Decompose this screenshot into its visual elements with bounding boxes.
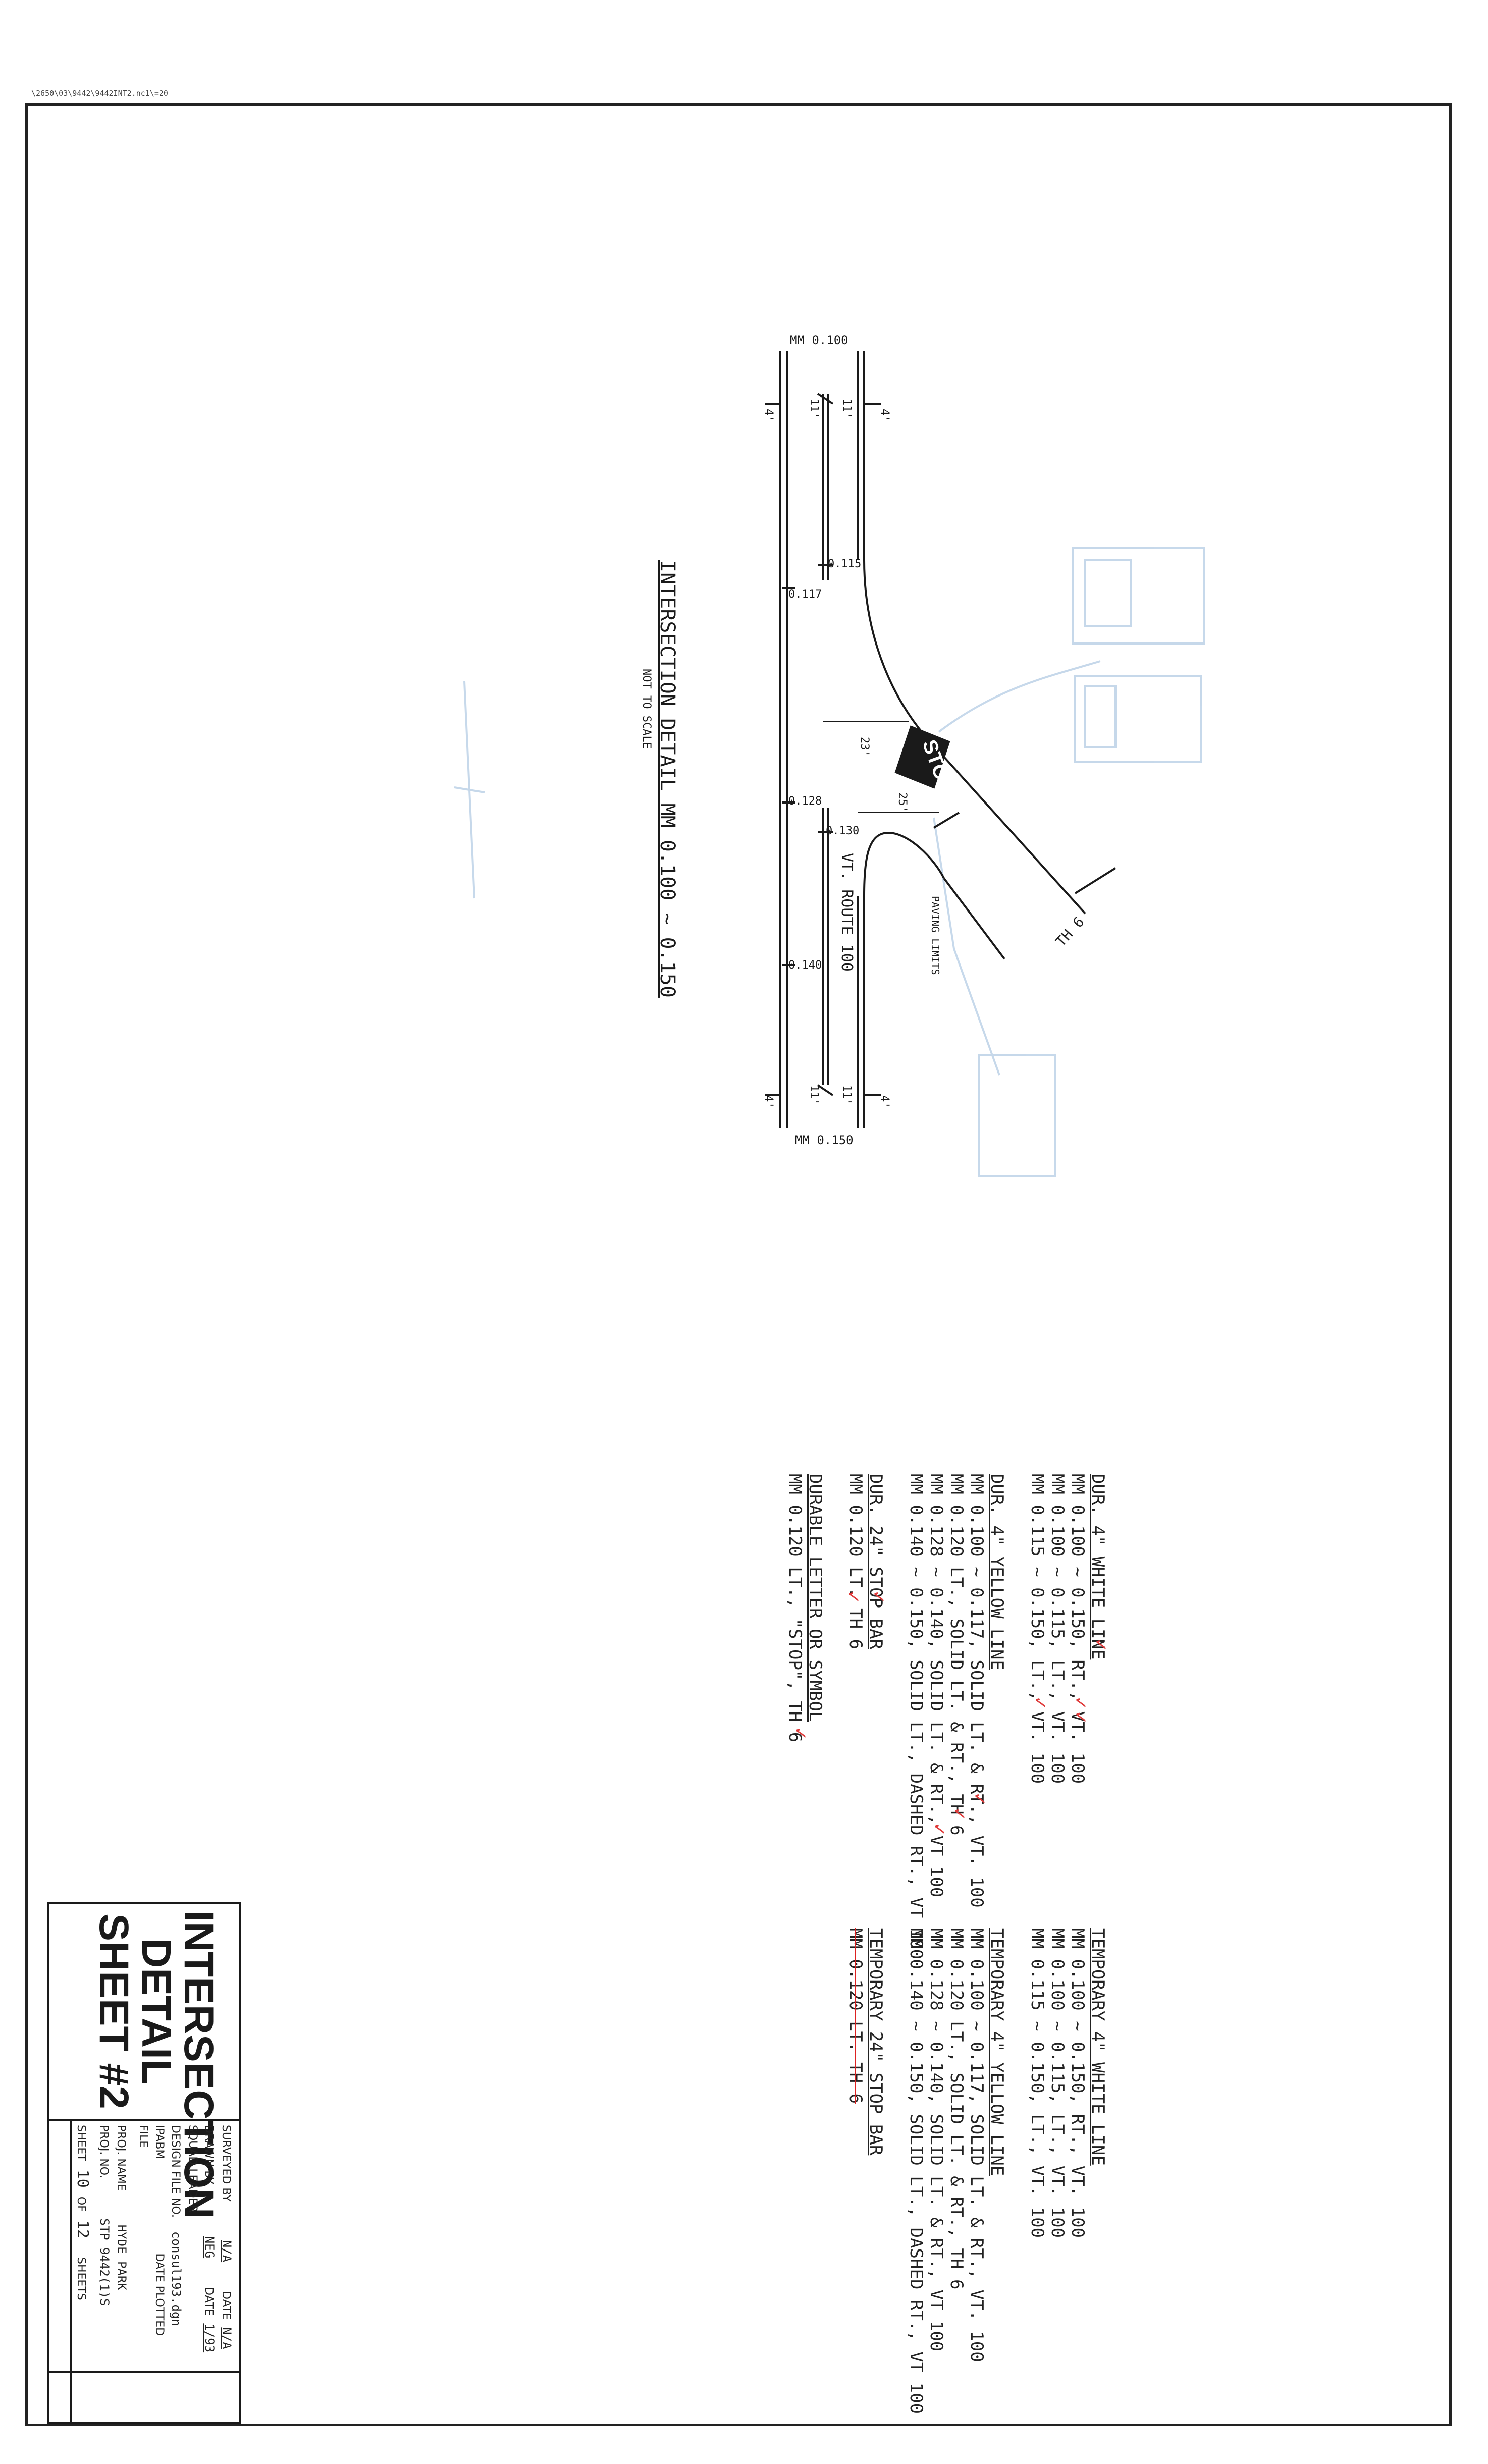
file-row: FILE — [135, 2125, 151, 2352]
proj-no-label: PROJ. NO. — [97, 2125, 110, 2179]
ipabm-label: IPABM — [153, 2125, 166, 2159]
surveyed-by-row: SURVEYED BY N/A DATE N/A — [218, 2125, 235, 2352]
title-line: INTERSECTION — [176, 1910, 222, 2219]
design-file-row: DESIGN FILE NO. consul193.dgn — [167, 2125, 184, 2352]
sheets-label: SHEETS — [75, 2257, 87, 2300]
marker-0140: 0.140 — [788, 959, 822, 972]
marker-0117: 0.117 — [788, 588, 822, 601]
ipabm-row: IPABM DATE PLOTTED — [151, 2125, 167, 2352]
drawn-by-label: DRAWN BY — [202, 2125, 215, 2184]
squad-leader-label: SQUAD LEADER — [186, 2125, 199, 2213]
drawn-by-value: NEG — [202, 2236, 217, 2259]
mm-top-label: MM 0.100 — [790, 333, 848, 347]
date2-label: DATE — [202, 2287, 215, 2316]
marker-0128: 0.128 — [788, 795, 822, 808]
drawn-by-row: DRAWN BY NEG DATE 1/93 — [200, 2125, 218, 2352]
sheet-label: SHEET — [75, 2125, 87, 2161]
of-label: OF — [75, 2196, 87, 2212]
date-plotted-label: DATE PLOTTED — [153, 2253, 166, 2336]
design-file-label: DESIGN FILE NO. — [169, 2125, 182, 2218]
squad-leader-row: SQUAD LEADER — [184, 2125, 200, 2352]
sheet-border — [25, 103, 1452, 2426]
design-file-value: consul193.dgn — [169, 2231, 183, 2326]
proj-name-label: PROJ. NAME — [115, 2125, 127, 2191]
title-block-heading: INTERSECTION DETAIL SHEET #2 — [91, 1910, 222, 2219]
sheet-number: 10 — [74, 2169, 91, 2188]
date2-value: 1/93 — [202, 2323, 217, 2353]
file-label: FILE — [137, 2125, 149, 2148]
mm-bottom-label: MM 0.150 — [795, 1133, 854, 1147]
surveyed-by-label: SURVEYED BY — [220, 2125, 232, 2202]
surveyed-by-value: N/A — [220, 2240, 234, 2263]
marker-0130: 0.130 — [826, 825, 860, 837]
proj-name-value: HYDE PARK — [115, 2224, 129, 2290]
sheet-row: SHEET 10 OF 12 SHEETS — [73, 2125, 91, 2352]
date1-label: DATE — [220, 2291, 232, 2320]
title-block-fields: SURVEYED BY N/A DATE N/A DRAWN BY NEG DA… — [73, 2125, 235, 2352]
file-path-label: \2650\03\9442\9442INT2.nc1\=20 — [31, 89, 168, 98]
proj-no-value: STP 9442(1)S — [97, 2218, 112, 2306]
date1-value: N/A — [220, 2327, 234, 2349]
proj-name-row: PROJ. NAME HYDE PARK — [113, 2125, 130, 2352]
title-line: DETAIL — [133, 1938, 179, 2084]
title-line: SHEET #2 — [91, 1913, 137, 2109]
proj-no-row: PROJ. NO. STP 9442(1)S — [95, 2125, 113, 2352]
marker-0115: 0.115 — [828, 558, 862, 570]
sheet-total: 12 — [74, 2220, 91, 2238]
